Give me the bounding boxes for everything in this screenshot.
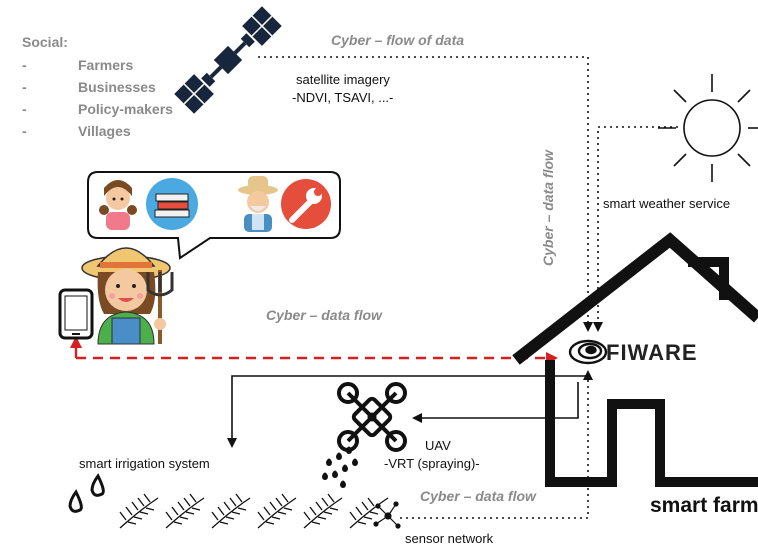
uav-subtitle: -VRT (spraying)- (384, 456, 480, 471)
water-drops-icon (68, 473, 105, 513)
farm-label: smart farm (650, 494, 758, 517)
satellite-icon (174, 6, 282, 114)
sensor-label: sensor network (405, 531, 494, 546)
crop-icon (119, 493, 389, 529)
satellite-to-fiware-line (258, 56, 593, 332)
irrigation-label: smart irrigation system (79, 456, 210, 471)
books-icon (146, 178, 198, 230)
red-dashed-flow (70, 336, 558, 364)
sun-icon (658, 74, 758, 182)
weather-to-fiware-line (593, 126, 678, 332)
drone-icon (337, 382, 407, 452)
farmer-avatar-icon (238, 176, 278, 232)
uav-title: UAV (425, 438, 451, 453)
smartphone-icon (58, 288, 94, 340)
flow-label-top: Cyber – flow of data (331, 32, 465, 48)
solid-connectors (227, 375, 587, 448)
fiware-to-uav-line (412, 382, 579, 423)
girl-avatar-icon (99, 180, 137, 230)
rain-drops-icon (322, 446, 358, 488)
fiware-label: FIWARE (606, 340, 698, 365)
fiware-to-irrigation-line (227, 375, 587, 448)
fiware-logo-icon (568, 339, 608, 365)
dotted-connectors (258, 56, 678, 519)
weather-label: smart weather service (603, 196, 731, 211)
social-title: Social: (22, 34, 68, 50)
satellite-indices: -NDVI, TSAVI, ...- (292, 90, 394, 105)
sensor-to-fiware-line (400, 370, 593, 519)
farmer-icon (81, 247, 174, 345)
satellite-title: satellite imagery (296, 72, 390, 87)
house-icon (512, 232, 758, 487)
flow-label-vertical: Cyber – data flow (540, 150, 556, 266)
wrench-icon (281, 179, 331, 229)
flow-label-bottom: Cyber – data flow (420, 488, 536, 504)
flow-label-middle: Cyber – data flow (266, 307, 382, 323)
sensor-network-icon (373, 501, 401, 529)
